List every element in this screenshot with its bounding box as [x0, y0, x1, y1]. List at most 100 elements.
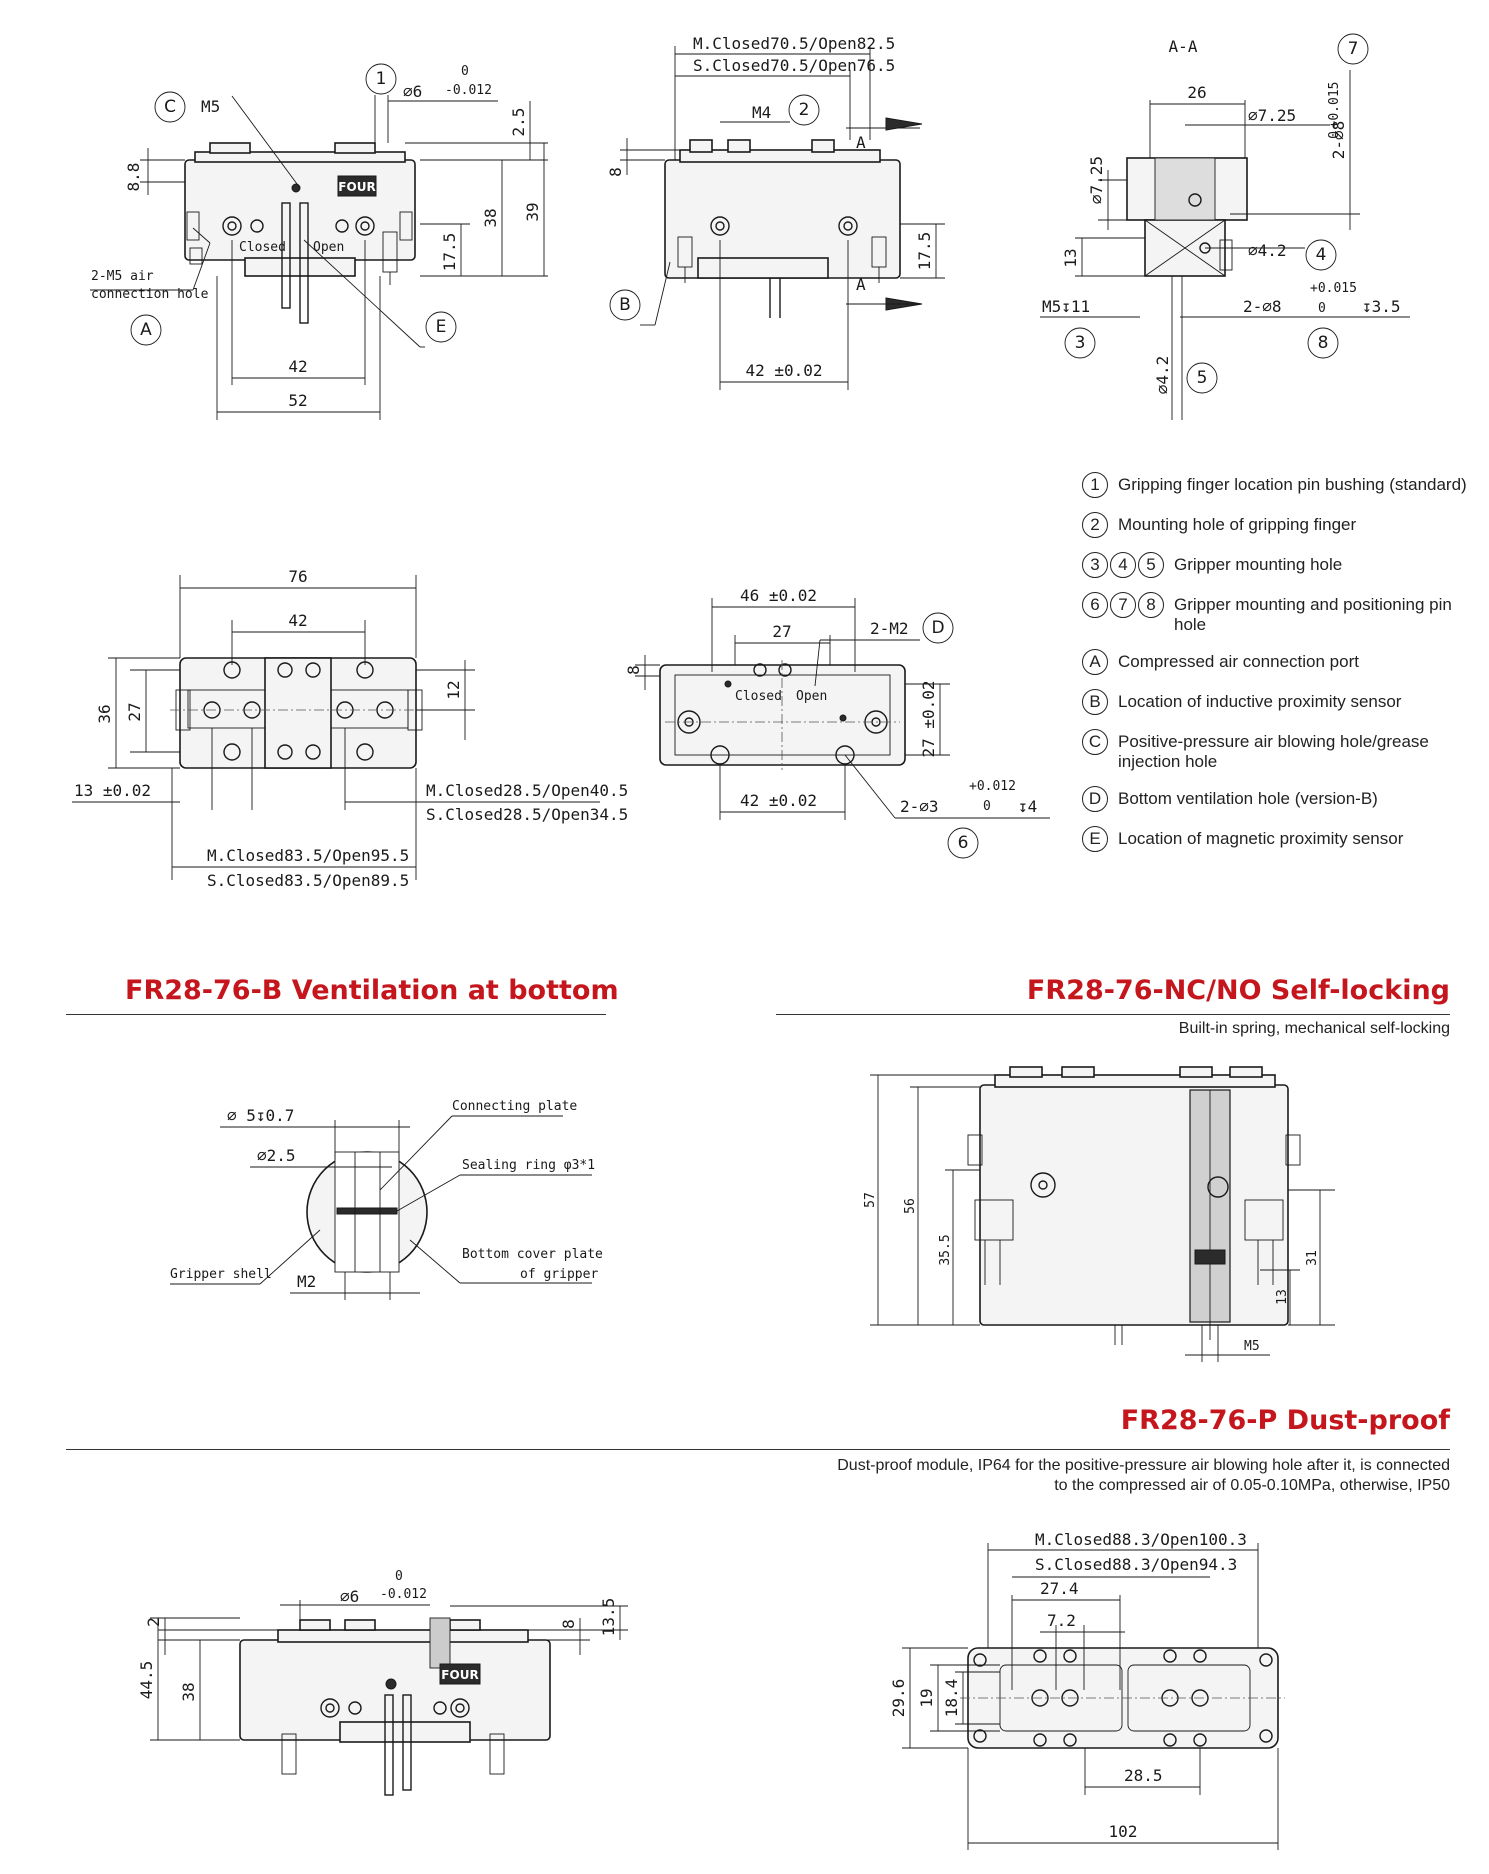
svg-text:C: C: [164, 97, 176, 117]
svg-text:+0.012: +0.012: [969, 779, 1016, 794]
legend-callout-mark: 5: [1138, 552, 1164, 578]
svg-text:+0.015: +0.015: [1327, 82, 1342, 129]
bottom-view: Closed Open 46 ±0.02 27 2-M2 D 8 27 ±0.0…: [624, 586, 1050, 859]
svg-text:102: 102: [1109, 1822, 1138, 1841]
legend-description: Gripping finger location pin bushing (st…: [1118, 475, 1467, 494]
svg-text:42: 42: [288, 611, 307, 630]
svg-text:S.Closed88.3/Open94.3: S.Closed88.3/Open94.3: [1035, 1555, 1237, 1574]
svg-text:6: 6: [958, 833, 969, 853]
callout-7: [1337, 33, 1369, 65]
svg-text:4: 4: [1316, 245, 1327, 265]
legend-marks: C: [1082, 729, 1110, 755]
legend-callout-mark: 3: [1082, 552, 1108, 578]
svg-text:2-M5 air: 2-M5 air: [91, 269, 154, 284]
callout-d: [922, 612, 954, 644]
svg-text:A: A: [140, 320, 152, 340]
legend-callout-mark: 1: [1082, 472, 1108, 498]
legend-callout-mark: A: [1082, 649, 1108, 675]
svg-text:19: 19: [917, 1688, 936, 1707]
section-subtitle-dust-proof-2: to the compressed air of 0.05-0.10MPa, o…: [1054, 1477, 1450, 1494]
svg-text:M5: M5: [1244, 1339, 1260, 1354]
legend-marks: E: [1082, 826, 1110, 852]
svg-text:∅2.5: ∅2.5: [257, 1146, 296, 1165]
svg-text:M.Closed88.3/Open100.3: M.Closed88.3/Open100.3: [1035, 1530, 1247, 1549]
svg-text:17.5: 17.5: [440, 233, 459, 272]
svg-text:-0.012: -0.012: [380, 1587, 427, 1602]
legend-description: Compressed air connection port: [1118, 652, 1359, 671]
legend-marks: 2: [1082, 512, 1110, 538]
brand-logo-text: FOUR: [338, 180, 375, 194]
svg-text:57: 57: [863, 1192, 878, 1208]
svg-text:D: D: [931, 618, 944, 638]
svg-text:M.Closed70.5/Open82.5: M.Closed70.5/Open82.5: [693, 34, 895, 53]
callout-4: [1305, 239, 1337, 271]
svg-text:A: A: [856, 133, 866, 152]
legend-description: Location of magnetic proximity sensor: [1118, 829, 1404, 848]
svg-text:Sealing ring φ3*1: Sealing ring φ3*1: [462, 1158, 595, 1173]
svg-text:Connecting plate: Connecting plate: [452, 1099, 577, 1114]
svg-text:42 ±0.02: 42 ±0.02: [740, 791, 817, 810]
section-title-ventilation: FR28-76-B Ventilation at bottom: [125, 975, 619, 1006]
svg-text:7.2: 7.2: [1047, 1611, 1076, 1630]
callout-a: [130, 314, 162, 346]
svg-text:M5↧11: M5↧11: [1042, 297, 1090, 316]
callout-e: [425, 311, 457, 343]
svg-text:2-∅8: 2-∅8: [1243, 297, 1282, 316]
section-rule-dust-proof: [66, 1449, 1450, 1450]
svg-text:M4: M4: [752, 103, 771, 122]
svg-text:0: 0: [983, 799, 991, 814]
svg-text:12: 12: [444, 680, 463, 699]
svg-text:2-∅8: 2-∅8: [1329, 121, 1348, 160]
legend-description: Gripper mounting and positioning pin hol…: [1174, 595, 1452, 634]
svg-text:2: 2: [799, 100, 810, 120]
legend-row: 1 Gripping finger location pin bushing (s…: [1082, 472, 1482, 498]
svg-text:M.Closed28.5/Open40.5: M.Closed28.5/Open40.5: [426, 781, 628, 800]
svg-text:S.Closed28.5/Open34.5: S.Closed28.5/Open34.5: [426, 805, 628, 824]
section-title-dust-proof: FR28-76-P Dust-proof: [1120, 1405, 1450, 1436]
svg-text:Gripper shell: Gripper shell: [170, 1267, 272, 1282]
legend-description: Positive-pressure air blowing hole/greas…: [1118, 732, 1429, 771]
dust-brand-logo-plate: [439, 1663, 481, 1685]
svg-text:Open: Open: [796, 689, 827, 704]
svg-text:13.5: 13.5: [599, 1598, 618, 1637]
svg-text:S.Closed83.5/Open89.5: S.Closed83.5/Open89.5: [207, 871, 409, 890]
brand-logo-plate: [337, 175, 377, 197]
legend-callout-mark: 4: [1110, 552, 1136, 578]
svg-text:0: 0: [461, 64, 469, 79]
svg-text:E: E: [436, 317, 447, 337]
dust-brand-logo-text: FOUR: [441, 1668, 478, 1682]
callout-5: [1186, 362, 1218, 394]
section-rule-ventilation: [66, 1014, 606, 1015]
callout-c: [154, 91, 186, 123]
svg-text:∅7.25: ∅7.25: [1248, 106, 1296, 125]
callout-legend: 1 Gripping finger location pin bushing (s…: [1082, 472, 1482, 866]
svg-text:0: 0: [1327, 131, 1342, 139]
callout-8: [1307, 327, 1339, 359]
legend-callout-mark: 8: [1138, 592, 1164, 618]
section-title-self-locking: FR28-76-NC/NO Self-locking: [1026, 975, 1450, 1006]
svg-text:56: 56: [903, 1198, 918, 1214]
svg-text:+0.015: +0.015: [1310, 281, 1357, 296]
svg-text:18.4: 18.4: [942, 1679, 961, 1718]
legend-marks: D: [1082, 786, 1110, 812]
legend-description: Location of inductive proximity sensor: [1118, 692, 1402, 711]
svg-text:0: 0: [395, 1569, 403, 1584]
callout-1: [365, 63, 397, 95]
detail-ventilation: ∅ 5↧0.7 ∅2.5 Connecting plate Sealing ri…: [170, 1099, 603, 1300]
svg-text:27: 27: [772, 622, 791, 641]
svg-text:42 ±0.02: 42 ±0.02: [745, 361, 822, 380]
legend-callout-mark: E: [1082, 826, 1108, 852]
svg-text:M2: M2: [297, 1272, 316, 1291]
svg-text:2-M2: 2-M2: [870, 619, 909, 638]
section-subtitle-dust-proof-1: Dust-proof module, IP64 for the positive…: [837, 1457, 1450, 1474]
svg-text:8.8: 8.8: [124, 163, 143, 192]
svg-text:36: 36: [95, 704, 114, 723]
svg-text:A: A: [856, 275, 866, 294]
svg-text:76: 76: [288, 567, 307, 586]
label-open: Open: [313, 240, 344, 255]
